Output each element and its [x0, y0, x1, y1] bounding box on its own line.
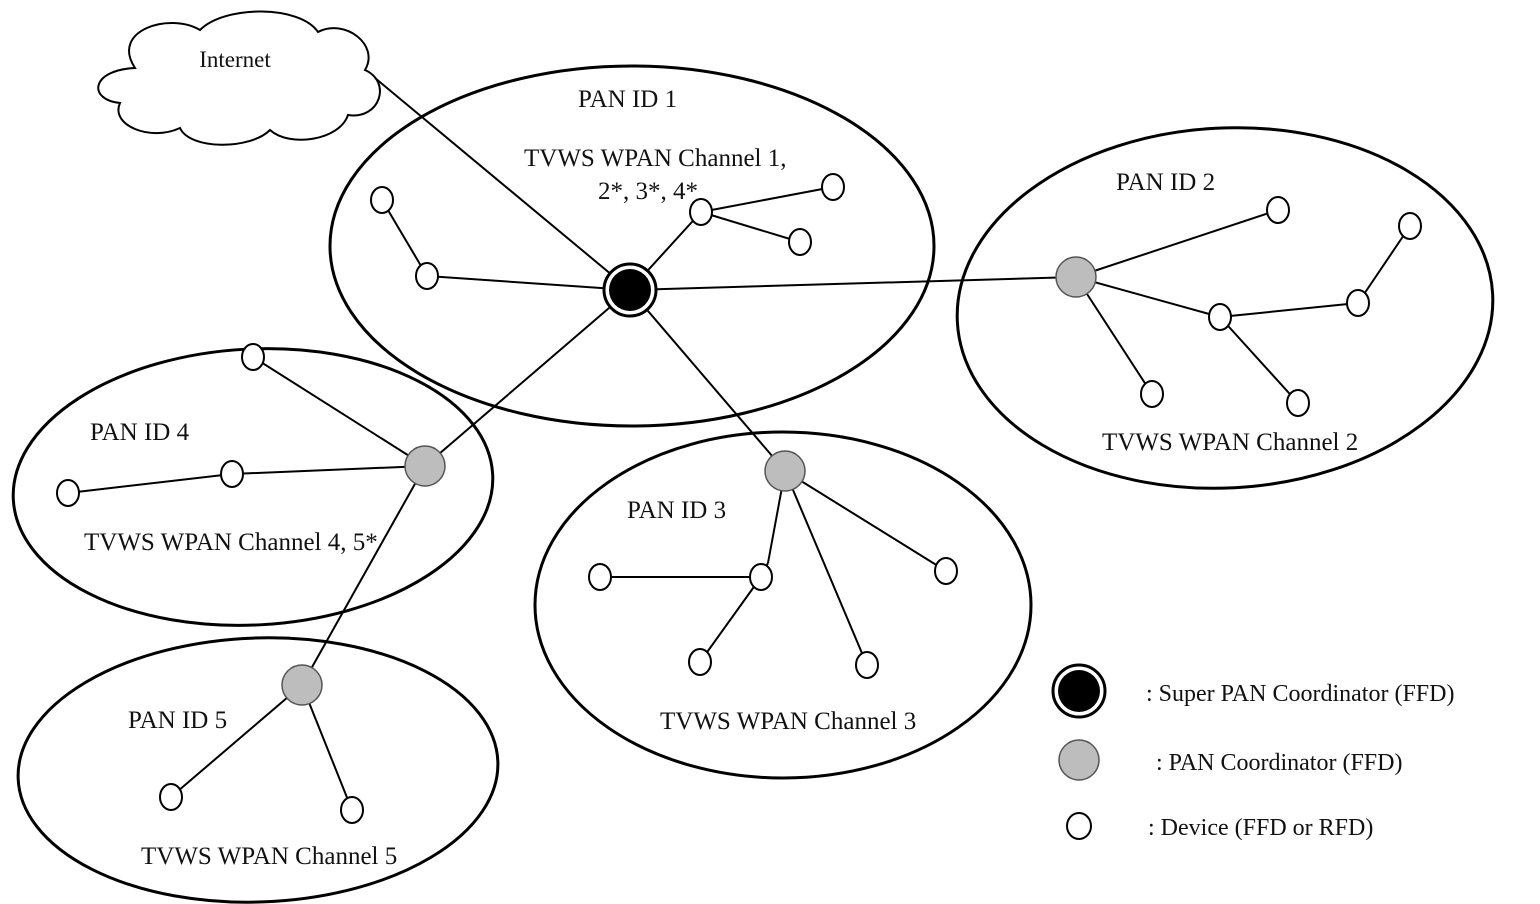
pan-2-id-label: PAN ID 2 — [1116, 169, 1215, 196]
device-node — [241, 343, 265, 371]
legend-device-icon — [1066, 812, 1092, 840]
device-node — [855, 651, 879, 679]
legend-super-icon — [1051, 663, 1107, 719]
link — [381, 199, 428, 277]
link — [170, 684, 303, 798]
link — [629, 289, 786, 472]
device-node — [1286, 389, 1310, 417]
pan-3-area — [533, 430, 1033, 780]
device-node — [688, 648, 712, 676]
pan-coordinator-node — [281, 664, 323, 706]
device-node — [1398, 212, 1422, 240]
super-pan-coordinator-node — [602, 262, 658, 318]
pan-4-channel-label: TVWS WPAN Channel 4, 5* — [84, 529, 378, 556]
link — [301, 465, 426, 686]
link — [1075, 276, 1153, 395]
device-node — [415, 262, 439, 290]
link — [700, 186, 834, 213]
device-node — [220, 460, 244, 488]
link — [784, 470, 947, 572]
pan-3-channel-label: TVWS WPAN Channel 3 — [660, 708, 916, 735]
link — [699, 576, 762, 663]
pan-5-channel-label: TVWS WPAN Channel 5 — [141, 843, 397, 870]
device-node — [159, 783, 183, 811]
device-node — [370, 186, 394, 214]
device-node — [689, 198, 713, 226]
pan-5-area — [16, 636, 500, 904]
device-node — [588, 563, 612, 591]
pan-2-area — [955, 126, 1495, 490]
device-node — [934, 557, 958, 585]
device-node — [1208, 303, 1232, 331]
link-internet-super — [374, 77, 631, 291]
pan-1-area — [328, 64, 936, 428]
pan-3-id-label: PAN ID 3 — [627, 497, 726, 524]
device-node — [749, 563, 773, 591]
link — [784, 470, 868, 666]
pan-coordinator-nodes — [281, 256, 1097, 706]
legend-super-label: : Super PAN Coordinator (FFD) — [1146, 681, 1454, 707]
pan-1-channel-label: TVWS WPAN Channel 1, — [524, 145, 787, 172]
legend-coordinator-label: : PAN Coordinator (FFD) — [1156, 750, 1402, 776]
device-node — [821, 173, 845, 201]
pan-1-channel-label-2: 2*, 3*, 4* — [598, 178, 698, 205]
link — [301, 684, 353, 811]
pan-4-area — [11, 347, 495, 627]
pan-2-channel-label: TVWS WPAN Channel 2 — [1102, 429, 1358, 456]
link — [629, 276, 1077, 291]
legend-coordinator-icon — [1058, 739, 1100, 781]
device-node — [1140, 380, 1164, 408]
link — [1219, 302, 1359, 318]
internet-label: Internet — [199, 47, 271, 72]
link — [426, 275, 631, 291]
pan-1-id-label: PAN ID 1 — [578, 86, 677, 113]
device-node — [340, 796, 364, 824]
legend-device-label: : Device (FFD or RFD) — [1148, 815, 1373, 841]
device-nodes — [56, 173, 1422, 824]
link — [424, 289, 631, 467]
device-node — [788, 228, 812, 256]
link — [1357, 225, 1411, 304]
link — [67, 473, 233, 494]
link — [252, 356, 426, 467]
pan-4-id-label: PAN ID 4 — [90, 419, 190, 446]
link — [1075, 209, 1279, 278]
device-node — [56, 479, 80, 507]
pan-coordinator-node — [1055, 256, 1097, 298]
link — [1219, 316, 1299, 404]
internet-cloud — [97, 10, 381, 146]
legend: : Super PAN Coordinator (FFD) : PAN Coor… — [1051, 663, 1454, 841]
pan-coordinator-node — [764, 450, 806, 492]
device-node — [1266, 196, 1290, 224]
pan-coordinator-node — [404, 445, 446, 487]
link — [231, 465, 426, 475]
pan-5-id-label: PAN ID 5 — [128, 707, 227, 734]
link — [1075, 276, 1221, 318]
device-node — [1346, 289, 1370, 317]
link — [700, 211, 801, 243]
